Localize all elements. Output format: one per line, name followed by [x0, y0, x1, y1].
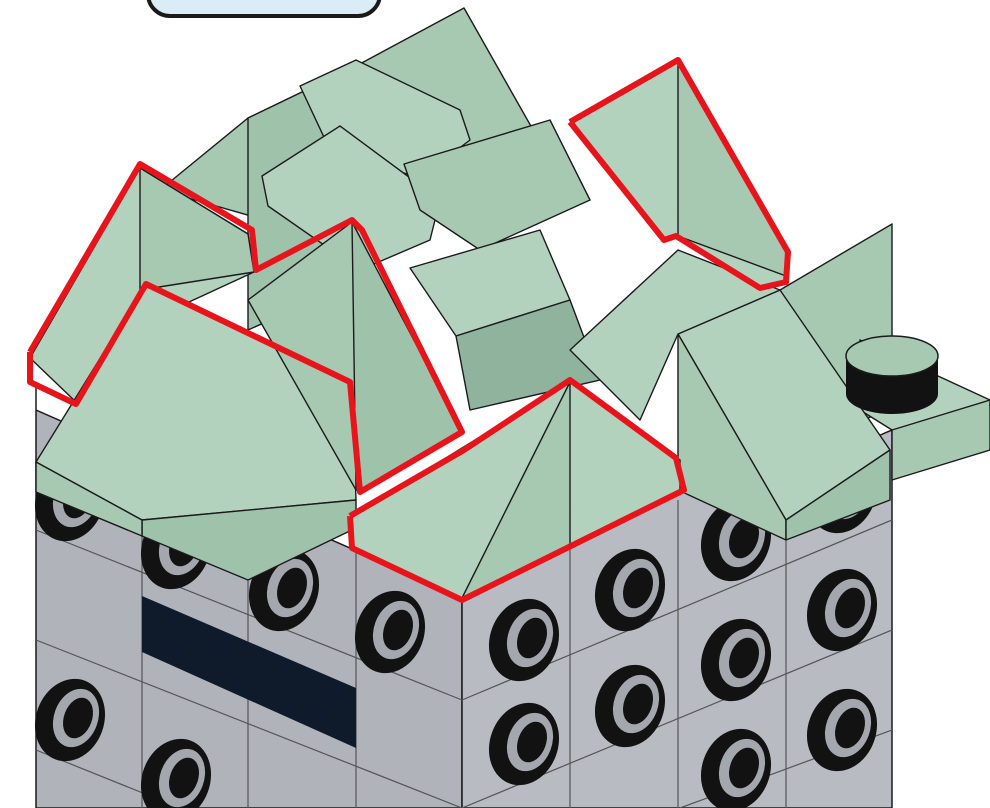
stud-icon: [846, 336, 938, 414]
roof-pieces: [30, 8, 990, 598]
